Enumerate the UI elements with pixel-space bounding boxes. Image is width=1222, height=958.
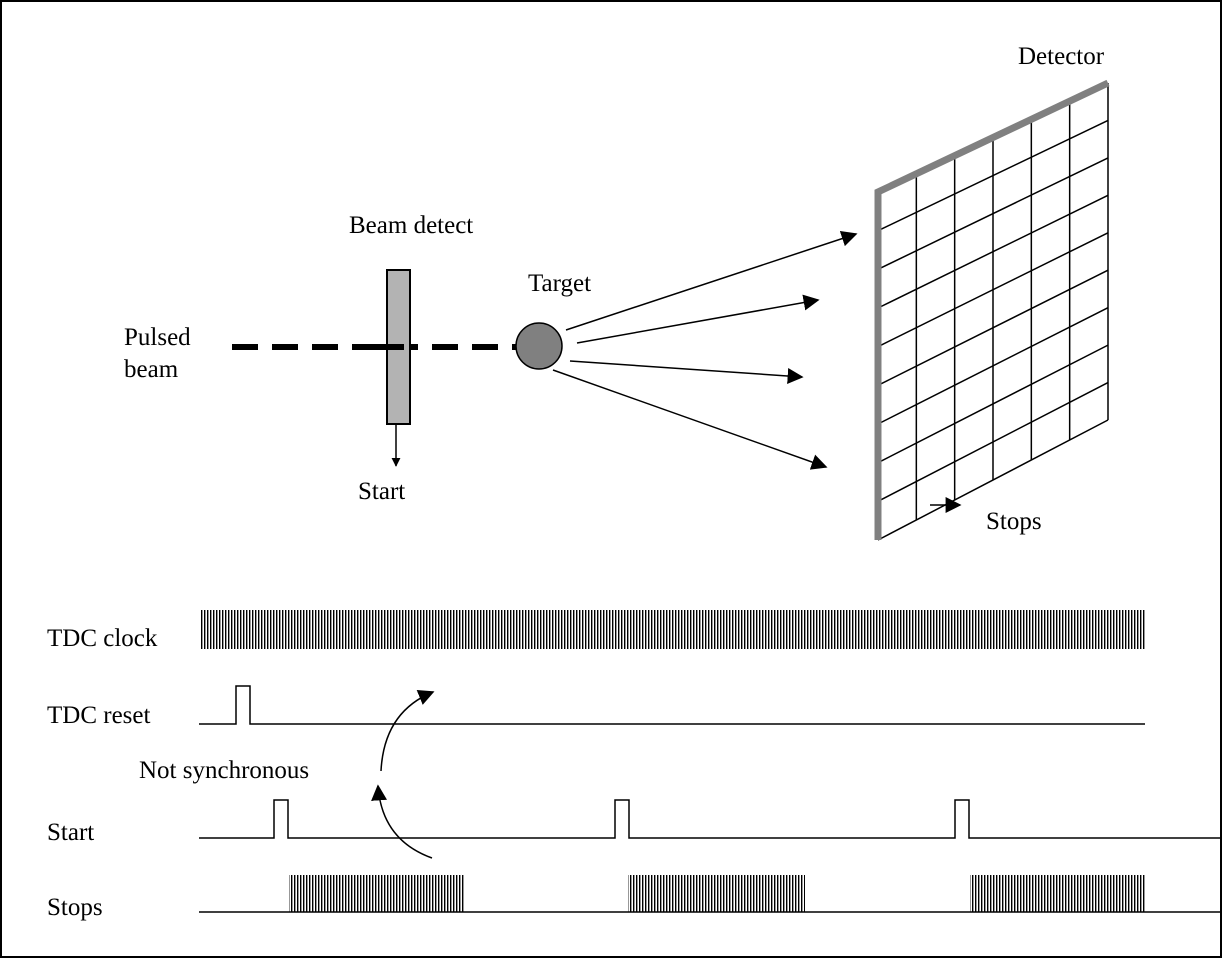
scatter-arrows [552, 230, 858, 470]
detector-grid-row-line [877, 269, 1109, 387]
detector-grid-lines [877, 83, 1109, 541]
beam-detect-label: Beam detect [349, 212, 473, 239]
detector-frame [874, 79, 1110, 540]
not-sync-arrow-up [380, 690, 435, 772]
detector-grid-row-line [877, 119, 1109, 232]
tdc-clock-label: TDC clock [47, 625, 158, 652]
scatter-arrow [565, 230, 858, 331]
tdc-reset-signal [199, 685, 1145, 725]
beam-label: beam [124, 356, 179, 383]
detector-panel: Detector [874, 43, 1110, 541]
detector-grid-row-line [877, 344, 1109, 464]
detector-label: Detector [1018, 43, 1105, 70]
stops-row-label: Stops [47, 894, 103, 921]
not-sync-arrow-down [371, 784, 433, 859]
scatter-arrow [552, 369, 828, 470]
tdc-reset-label: TDC reset [47, 702, 150, 729]
detector-grid-row-line [877, 194, 1109, 309]
target: Target [515, 270, 591, 370]
pulsed-label: Pulsed [124, 324, 191, 351]
pulsed-beam: Pulsed beam [124, 324, 516, 383]
stops-output: Stops [930, 497, 1042, 535]
not-synchronous-label: Not synchronous [139, 757, 309, 784]
detector-grid-row-line [877, 232, 1109, 348]
detector-grid-row-line [877, 306, 1109, 425]
detector-grid-row-line [877, 419, 1109, 541]
stops-burst [628, 875, 805, 912]
start-signal [199, 799, 1220, 839]
target-sphere [515, 322, 563, 370]
start-row-label: Start [47, 819, 94, 846]
scatter-arrow [576, 294, 820, 344]
stops-burst [289, 875, 464, 912]
tdc-clock-signal [200, 610, 1145, 649]
detector-grid-row-line [877, 381, 1109, 502]
stops-burst [970, 875, 1146, 912]
detector-grid-row-line [877, 157, 1109, 271]
beam-detect: Beam detect Start [349, 212, 473, 505]
target-label: Target [528, 270, 591, 297]
timing-diagram: TDC clock TDC reset Not synchronous Star… [47, 610, 1220, 921]
scatter-arrow [569, 360, 804, 384]
stops-output-label: Stops [986, 508, 1042, 535]
start-output-label: Start [358, 478, 405, 505]
